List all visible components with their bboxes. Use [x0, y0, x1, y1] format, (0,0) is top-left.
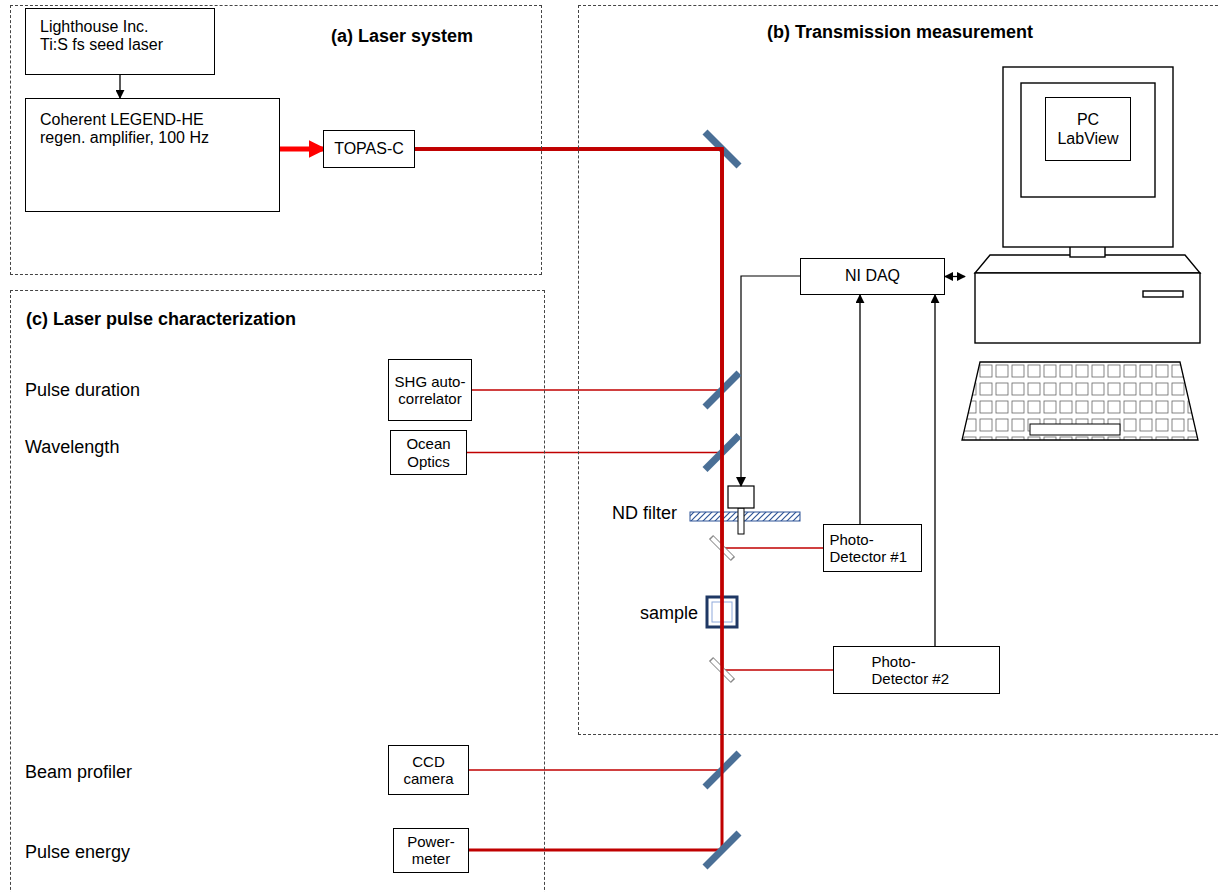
laser-box: Lighthouse Inc. Ti:S fs seed laser — [25, 8, 215, 75]
connector-line — [119, 75, 120, 98]
region-title: (c) Laser pulse characterization — [26, 309, 296, 330]
part-label: Pulse energy — [25, 842, 130, 863]
connector — [280, 149, 323, 150]
keyboard — [962, 362, 1198, 440]
keyboard-spacebar — [1030, 424, 1120, 435]
daq-box: NI DAQ — [800, 258, 945, 295]
part-label: sample — [640, 603, 698, 624]
box-label: Photo-Detector #2 — [872, 653, 962, 688]
part-label: Beam profiler — [25, 762, 132, 783]
beam-branch — [472, 389, 722, 391]
box-label: Photo-Detector #1 — [830, 531, 916, 566]
box-label: Power-meter — [398, 833, 464, 868]
connector — [120, 75, 121, 98]
region-title: (b) Transmission measurement — [767, 22, 1033, 43]
part-label: Wavelength — [25, 437, 119, 458]
connector-line — [280, 147, 323, 152]
detector-box: Photo-Detector #1 — [823, 524, 922, 572]
detector-box: Photo-Detector #2 — [833, 646, 1000, 694]
opa-box: TOPAS-C — [323, 130, 415, 168]
motor-wire — [741, 276, 800, 486]
box-label: Lighthouse Inc. Ti:S fs seed laser — [40, 18, 180, 55]
region-frame: (a) Laser system Lighthouse Inc. Ti:S fs … — [10, 5, 542, 275]
instrument-box: SHG auto-correlator — [388, 359, 472, 421]
beam-branch — [722, 547, 823, 549]
box-label: Ocean Optics — [395, 435, 462, 470]
connector — [935, 295, 936, 646]
beam-branch — [469, 769, 722, 771]
box-label: SHG auto-correlator — [393, 373, 467, 408]
mirror — [705, 833, 739, 867]
nd-filter — [690, 512, 800, 521]
box-label: CCD camera — [393, 753, 464, 788]
connector — [415, 149, 823, 548]
box-label: NI DAQ — [845, 267, 900, 285]
laser-beam — [415, 149, 722, 548]
instrument-box: CCD camera — [388, 745, 469, 795]
region-title: (a) Laser system — [331, 26, 473, 47]
box-label: TOPAS-C — [334, 140, 404, 158]
filter-shaft — [738, 508, 744, 534]
laser-beam — [415, 149, 722, 390]
beam-branch — [722, 669, 833, 671]
instrument-box: Ocean Optics — [390, 430, 467, 475]
connector-line — [945, 276, 965, 277]
region-frame: (b) Transmission measurement PC LabViewNI… — [578, 5, 1219, 735]
connector — [415, 149, 833, 670]
part-label: Pulse duration — [25, 380, 140, 401]
part-label: ND filter — [612, 503, 677, 524]
amplifier-box: Coherent LEGEND-HE regen. amplifier, 100… — [25, 98, 280, 212]
connector — [415, 149, 722, 390]
computer: PC LabView — [965, 65, 1210, 350]
instrument-box: Power-meter — [393, 828, 469, 873]
connector-line — [934, 295, 935, 646]
connector — [945, 276, 965, 277]
box-label: Coherent LEGEND-HE regen. amplifier, 100… — [40, 111, 235, 148]
filter-motor — [728, 486, 754, 508]
screen-label: PC LabView — [1045, 97, 1131, 161]
beam-branch — [469, 849, 722, 852]
beam-branch — [467, 452, 722, 454]
connector — [860, 295, 861, 524]
connector-line — [859, 295, 860, 524]
